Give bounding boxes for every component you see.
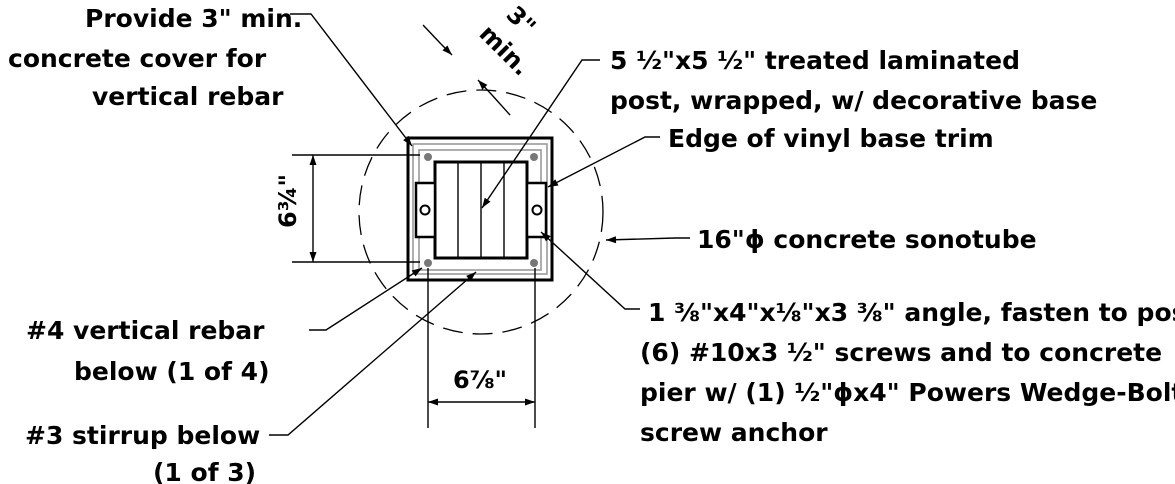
stirrup-note-line2: (1 of 3) bbox=[153, 458, 256, 484]
anchor-bolt-right bbox=[531, 204, 543, 216]
sonotube-note: 16"ϕ concrete sonotube bbox=[697, 225, 1037, 254]
stirrup-note-line1: #3 stirrup below bbox=[25, 421, 260, 450]
rebar-note-line2: below (1 of 4) bbox=[74, 357, 270, 386]
horizontal-dimension-label: 6⅞" bbox=[453, 366, 507, 394]
rebar-note-line1: #4 vertical rebar bbox=[26, 316, 265, 345]
angle-right bbox=[525, 181, 548, 239]
angle-note-line4: screw anchor bbox=[640, 418, 828, 447]
post-note-line2: post, wrapped, w/ decorative base bbox=[610, 86, 1097, 115]
stirrup-outline bbox=[418, 149, 542, 271]
angle-note-line3: pier w/ (1) ½"ϕx4" Powers Wedge-Bolt bbox=[640, 378, 1175, 407]
concrete-pier-outline bbox=[406, 136, 554, 282]
angle-left bbox=[414, 181, 437, 239]
vertical-dimension-label: 6¾" bbox=[274, 174, 302, 228]
rebar-dot bbox=[530, 153, 538, 161]
rebar-dot bbox=[530, 259, 538, 267]
angle-note-line2: (6) #10x3 ½" screws and to concrete bbox=[640, 338, 1162, 367]
rebar-dot bbox=[424, 153, 432, 161]
cover-note-line2: concrete cover for bbox=[8, 44, 267, 73]
sonotube-circle bbox=[358, 89, 604, 335]
cover-note-line1: Provide 3" min. bbox=[85, 4, 302, 33]
post-note-line1: 5 ½"x5 ½" treated laminated bbox=[610, 46, 1020, 75]
vinyl-trim-note: Edge of vinyl base trim bbox=[668, 124, 994, 153]
cover-note-line3: vertical rebar bbox=[92, 82, 284, 111]
anchor-bolt-left bbox=[419, 204, 431, 216]
angle-note-line1: 1 ⅜"x4"x⅛"x3 ⅜" angle, fasten to post w/ bbox=[648, 298, 1175, 327]
rebar-dot bbox=[424, 259, 432, 267]
